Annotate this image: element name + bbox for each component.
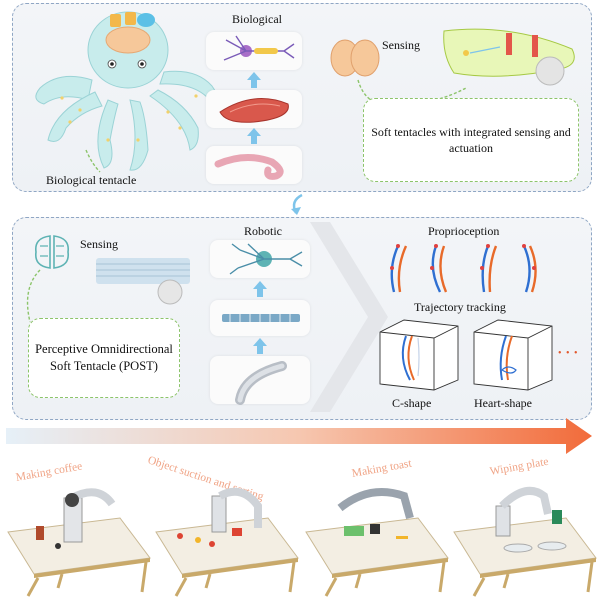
sensing-label-top: Sensing	[382, 38, 421, 52]
up-arrow	[247, 72, 261, 88]
post-tentacle-illustration	[96, 258, 190, 305]
panel-connector-arrow	[291, 193, 303, 215]
heart-shape-label: Heart-shape	[474, 396, 532, 410]
up-arrow	[247, 128, 261, 144]
brain-icon	[330, 39, 380, 77]
c-shape-plot	[379, 319, 459, 391]
neuron-icon	[223, 35, 295, 61]
up-arrow	[253, 281, 267, 297]
scene-object-sorting	[155, 487, 299, 597]
robotic-title: Robotic	[244, 224, 282, 238]
tentacle-icon	[214, 154, 284, 180]
background-chevron	[310, 222, 388, 412]
trajectory-tracking-label: Trajectory tracking	[414, 300, 506, 314]
scene-making-toast	[305, 488, 449, 597]
ellipsis: • • •	[558, 348, 579, 359]
proprioception-label: Proprioception	[428, 224, 500, 238]
connector-line	[26, 269, 41, 323]
c-shape-label: C-shape	[392, 396, 432, 410]
up-arrow	[253, 338, 267, 354]
progress-arrow	[6, 418, 592, 454]
robotic-sensor-icon	[222, 314, 300, 322]
sensing-tentacle-illustration	[443, 28, 575, 86]
brain-circuit-icon	[34, 235, 70, 269]
muscle-icon	[219, 98, 289, 123]
scene-making-coffee	[7, 488, 151, 597]
biological-tentacle-label: Biological tentacle	[46, 173, 137, 187]
robotic-neuron-icon	[229, 243, 303, 275]
post-description: Perceptive Omnidirectional Soft Tentacle…	[28, 318, 180, 398]
biological-title: Biological	[232, 12, 282, 26]
scene-wiping-plate	[453, 486, 597, 597]
robotic-tentacle-icon	[235, 361, 287, 405]
soft-tentacle-description: Soft tentacles with integrated sensing a…	[363, 98, 579, 182]
sensing-label-middle: Sensing	[80, 237, 119, 251]
proprioception-curves	[390, 244, 537, 293]
heart-shape-plot	[473, 319, 553, 391]
